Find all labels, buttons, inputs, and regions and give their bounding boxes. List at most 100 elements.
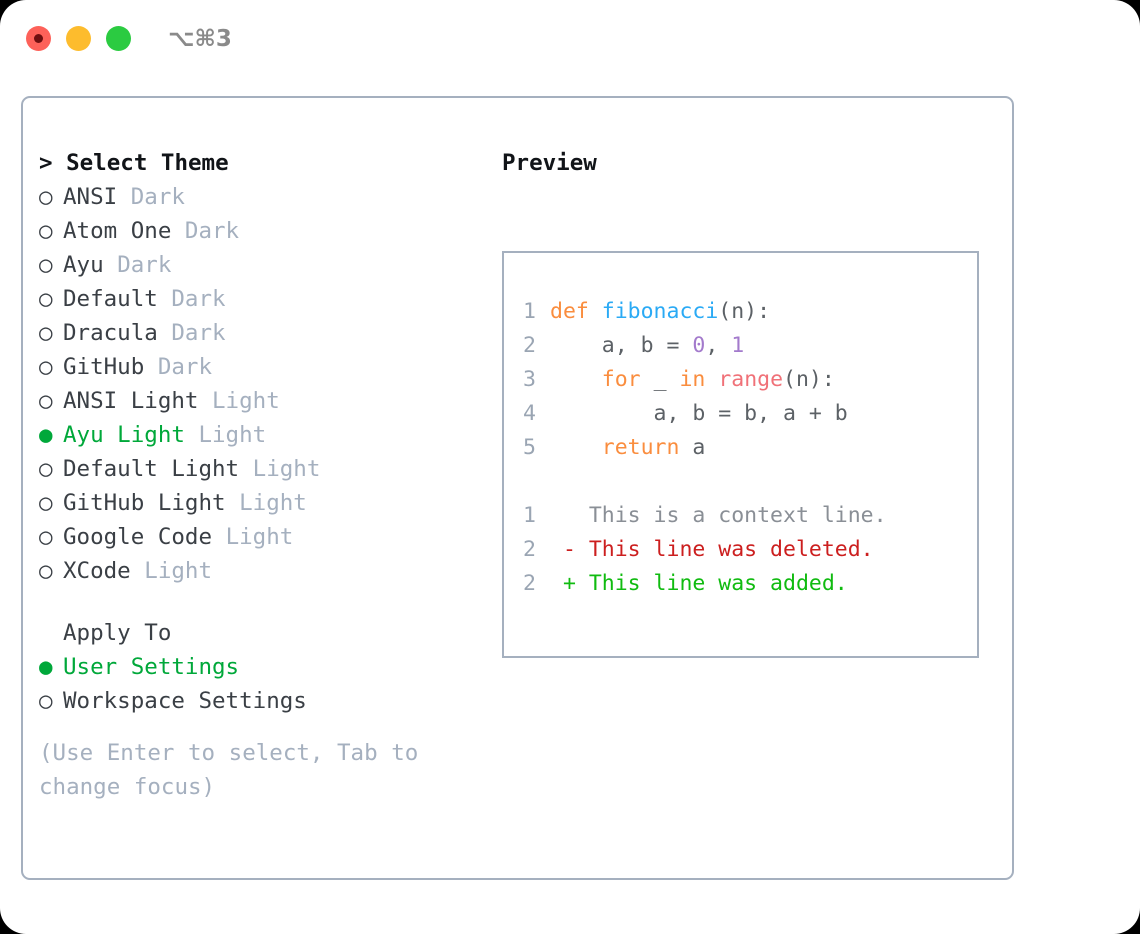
main-panel: > Select Theme ○ANSI Dark○Atom One Dark○…: [21, 96, 1014, 880]
line-number: 5: [523, 435, 536, 460]
code-token: (n):: [718, 299, 771, 324]
theme-list-item[interactable]: ○ Dracula Dark: [39, 316, 479, 350]
spacer: [171, 218, 185, 244]
radio-unselected-icon[interactable]: ○: [39, 688, 53, 714]
radio-selected-icon[interactable]: ●: [39, 654, 53, 680]
theme-list-item[interactable]: ○ GitHub Dark: [39, 350, 479, 384]
theme-list-item[interactable]: ○ Default Dark: [39, 282, 479, 316]
theme-name: Dracula: [63, 320, 158, 346]
radio-unselected-icon[interactable]: ○: [39, 524, 53, 550]
close-icon: [34, 34, 43, 43]
apply-to-option-label: Workspace Settings: [63, 688, 307, 714]
theme-name: GitHub Light: [63, 490, 226, 516]
select-theme-header: > Select Theme: [39, 146, 479, 180]
theme-variant: Dark: [171, 286, 226, 312]
theme-list-item[interactable]: ○ANSI Light Light: [39, 384, 479, 418]
theme-list-item[interactable]: ○XCode Light: [39, 554, 479, 588]
code-token: return: [601, 435, 680, 460]
radio-unselected-icon[interactable]: ○: [39, 456, 53, 482]
diff-line: 1 This is a context line.: [522, 499, 887, 533]
code-line: 4 a, b = b, a + b: [522, 397, 887, 431]
theme-list-item[interactable]: ○ Google Code Light: [39, 520, 479, 554]
diff-line: 2 + This line was added.: [522, 567, 887, 601]
preview-title: Preview: [502, 150, 597, 176]
page-title: Select Theme: [66, 150, 229, 176]
theme-list-item[interactable]: ● Ayu Light Light: [39, 418, 479, 452]
theme-name: Google Code: [63, 524, 213, 550]
code-line: 5 return a: [522, 431, 887, 465]
theme-name: Atom One: [63, 218, 172, 244]
code-token: [550, 435, 602, 460]
diff-line: 2 - This line was deleted.: [522, 533, 887, 567]
radio-selected-icon[interactable]: ●: [39, 422, 53, 448]
radio-unselected-icon[interactable]: ○: [39, 184, 53, 210]
apply-to-option[interactable]: ●User Settings: [39, 650, 479, 684]
minimize-button-dot[interactable]: [66, 26, 91, 51]
radio-unselected-icon[interactable]: ○: [39, 490, 53, 516]
radio-unselected-icon[interactable]: ○: [39, 252, 53, 278]
code-token: (n):: [783, 367, 835, 392]
diff-text: - This line was deleted.: [550, 537, 874, 562]
apply-to-option[interactable]: ○ Workspace Settings: [39, 684, 479, 718]
theme-list-item[interactable]: ○GitHub Light Light: [39, 486, 479, 520]
theme-variant: Dark: [171, 320, 226, 346]
theme-name: Ayu Light: [63, 422, 185, 448]
code-line: 3 for _ in range(n):: [522, 363, 887, 397]
radio-unselected-icon[interactable]: ○: [39, 320, 53, 346]
apply-to-indent: [39, 616, 63, 650]
spacer: [158, 286, 172, 312]
theme-list-item[interactable]: ○Atom One Dark: [39, 214, 479, 248]
code-token: fibonacci: [601, 299, 719, 324]
keyboard-hint: (Use Enter to select, Tab to change focu…: [39, 740, 419, 800]
spacer: [239, 456, 253, 482]
code-token: ,: [705, 333, 732, 358]
spacer: [226, 490, 240, 516]
code-token: [705, 367, 718, 392]
line-number: 1: [523, 299, 536, 324]
line-number: 2: [523, 571, 536, 596]
diff-text: + This line was added.: [550, 571, 848, 596]
theme-variant: Light: [198, 422, 267, 448]
radio-unselected-icon[interactable]: ○: [39, 218, 53, 244]
radio-unselected-icon[interactable]: ○: [39, 354, 53, 380]
apply-to-label: Apply To: [63, 620, 172, 646]
code-token: _: [640, 367, 680, 392]
title-bar: ⌥⌘3: [0, 0, 1140, 78]
theme-list-item[interactable]: ○Ayu Dark: [39, 248, 479, 282]
line-number: 2: [523, 537, 536, 562]
line-number: 3: [523, 367, 536, 392]
apply-to-list: ●User Settings ○ Workspace Settings: [39, 650, 479, 718]
spacer: [198, 388, 212, 414]
spacer: [117, 184, 131, 210]
line-number: 1: [523, 503, 536, 528]
code-token: range: [718, 367, 784, 392]
code-token: [550, 367, 602, 392]
line-number: 2: [523, 333, 536, 358]
hint-gap: [39, 718, 479, 736]
theme-variant: Light: [212, 388, 280, 414]
theme-list-item[interactable]: ○ Default Light Light: [39, 452, 479, 486]
maximize-button-dot[interactable]: [106, 26, 131, 51]
spacer: [104, 252, 118, 278]
theme-variant: Light: [225, 524, 294, 550]
radio-unselected-icon[interactable]: ○: [39, 286, 53, 312]
theme-name: Default Light: [63, 456, 240, 482]
code-token: 0: [692, 333, 706, 358]
code-diff-gap: [522, 465, 887, 499]
spacer: [185, 422, 199, 448]
radio-unselected-icon[interactable]: ○: [39, 558, 53, 584]
code-token: def: [550, 299, 602, 324]
theme-variant: Dark: [157, 354, 213, 380]
theme-name: GitHub: [63, 354, 145, 380]
theme-list-item[interactable]: ○ANSI Dark: [39, 180, 479, 214]
theme-variant: Light: [252, 456, 321, 482]
radio-unselected-icon[interactable]: ○: [39, 388, 53, 414]
theme-name: Default: [63, 286, 158, 312]
code-token: a, b = b, a + b: [550, 401, 848, 426]
spacer: [131, 558, 145, 584]
theme-name: XCode: [63, 558, 131, 584]
code-token: 1: [731, 333, 745, 358]
